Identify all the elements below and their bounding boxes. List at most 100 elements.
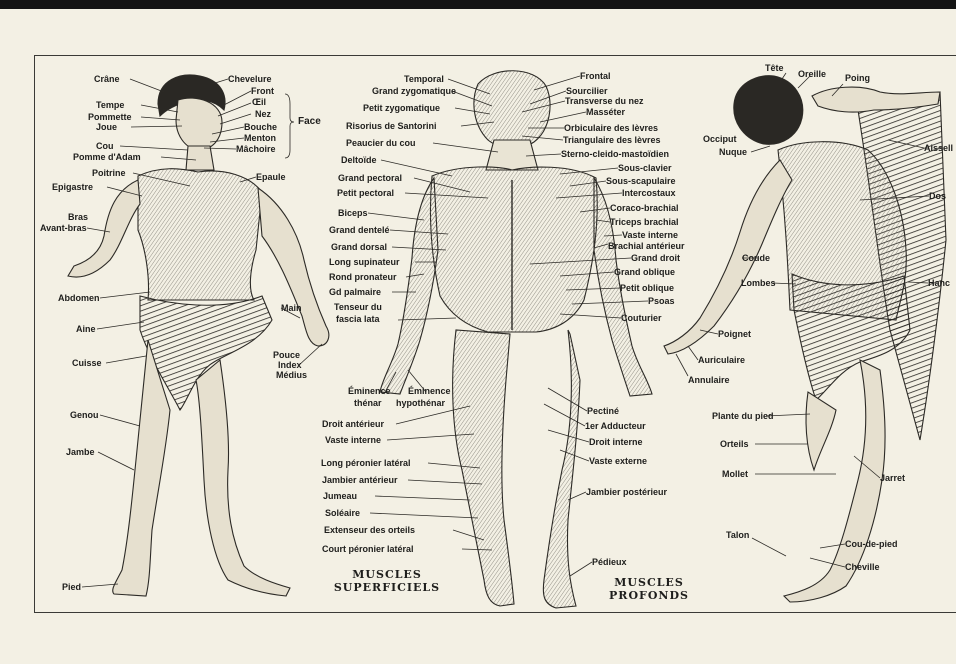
label-orbiculaire: Orbiculaire des lèvres	[564, 123, 658, 133]
label-coraco: Coraco-brachial	[610, 203, 679, 213]
label-sous-clavier: Sous-clavier	[618, 163, 672, 173]
label-rond-pronateur: Rond pronateur	[329, 272, 397, 282]
label-plante: Plante du pied	[712, 411, 774, 421]
left-figure-left-leg	[196, 360, 290, 596]
left-figure-right-leg	[113, 340, 170, 596]
label-droit-interne: Droit interne	[589, 437, 643, 447]
label-tenseur-line2: fascia lata	[336, 314, 380, 324]
label-eminence-hypo-1: Éminence	[408, 386, 451, 396]
label-masseter: Masséter	[586, 107, 625, 117]
label-jambier-posterieur: Jambier postérieur	[586, 487, 667, 497]
label-grand-droit: Grand droit	[631, 253, 680, 263]
left-figure-neck	[186, 146, 214, 170]
label-soleaire: Soléaire	[325, 508, 360, 518]
label-pommette: Pommette	[88, 112, 132, 122]
label-risorius: Risorius de Santorini	[346, 121, 437, 131]
caption-profonds-line1: MUSCLES	[594, 576, 704, 589]
label-genou: Genou	[70, 410, 99, 420]
label-tenseur-line1: Tenseur du	[334, 302, 382, 312]
label-grand-pectoral: Grand pectoral	[338, 173, 402, 183]
label-medius: Médius	[276, 370, 307, 380]
label-droit-anterieur: Droit antérieur	[322, 419, 384, 429]
label-eminence-thenar-2: thénar	[354, 398, 382, 408]
label-oeil: Œil	[252, 97, 266, 107]
label-nez: Nez	[255, 109, 271, 119]
label-jumeau: Jumeau	[323, 491, 357, 501]
label-grand-dentele: Grand dentelé	[329, 225, 390, 235]
center-figure-neck	[486, 140, 538, 170]
label-pied: Pied	[62, 582, 81, 592]
label-long-supinateur: Long supinateur	[329, 257, 400, 267]
label-gd-palmaire: Gd palmaire	[329, 287, 381, 297]
label-couturier: Couturier	[621, 313, 662, 323]
label-lombes: Lombes	[741, 278, 776, 288]
label-front: Front	[251, 86, 274, 96]
label-occiput: Occiput	[703, 134, 737, 144]
label-vaste-interne-right: Vaste interne	[622, 230, 678, 240]
label-cou: Cou	[96, 141, 114, 151]
center-figure-head	[474, 71, 550, 148]
label-brachial: Brachial antérieur	[608, 241, 685, 251]
label-grand-zygomatique: Grand zygomatique	[372, 86, 456, 96]
label-petit-zygomatique: Petit zygomatique	[363, 103, 440, 113]
label-main: Main	[281, 303, 302, 313]
caption-profonds: MUSCLES PROFONDS	[594, 576, 704, 602]
label-petit-pectoral: Petit pectoral	[337, 188, 394, 198]
label-mollet: Mollet	[722, 469, 748, 479]
caption-superficiels-line2: SUPERFICIELS	[332, 581, 442, 594]
label-bouche: Bouche	[244, 122, 277, 132]
label-annulaire: Annulaire	[688, 375, 730, 385]
label-cuisse: Cuisse	[72, 358, 102, 368]
label-jambier-anterieur: Jambier antérieur	[322, 475, 398, 485]
center-figure-left-leg	[543, 330, 580, 608]
label-pectine: Pectiné	[587, 406, 619, 416]
label-grand-oblique: Grand oblique	[614, 267, 675, 277]
label-menton: Menton	[244, 133, 276, 143]
label-index: Index	[278, 360, 302, 370]
label-epigastre: Epigastre	[52, 182, 93, 192]
label-eminence-hypo-2: hypothénar	[396, 398, 445, 408]
label-aine: Aine	[76, 324, 96, 334]
label-frontal: Frontal	[580, 71, 611, 81]
label-orteils: Orteils	[720, 439, 749, 449]
label-long-peronier: Long péronier latéral	[321, 458, 411, 468]
label-hanche: Hanc	[928, 278, 950, 288]
caption-superficiels-line1: MUSCLES	[332, 568, 442, 581]
caption-profonds-line2: PROFONDS	[594, 589, 704, 602]
label-auriculaire: Auriculaire	[698, 355, 745, 365]
label-transverse: Transverse du nez	[565, 96, 644, 106]
label-pedieux: Pédieux	[592, 557, 627, 567]
label-nuque: Nuque	[719, 147, 747, 157]
label-joue: Joue	[96, 122, 117, 132]
label-avant-bras: Avant-bras	[40, 223, 87, 233]
right-figure-leg-back	[806, 392, 836, 470]
label-temporal: Temporal	[404, 74, 444, 84]
right-figure-down-arm	[664, 160, 792, 354]
label-coude: Coude	[742, 253, 770, 263]
center-figure-torso	[430, 167, 597, 332]
label-poignet: Poignet	[718, 329, 751, 339]
center-figure-right-leg	[453, 330, 514, 606]
label-tete: Tête	[765, 63, 784, 73]
label-adducteur: 1er Adducteur	[585, 421, 646, 431]
label-sterno: Sterno-cleido-mastoïdien	[561, 149, 669, 159]
label-psoas: Psoas	[648, 296, 675, 306]
center-figure-right-arm	[380, 178, 438, 394]
label-biceps: Biceps	[338, 208, 368, 218]
label-abdomen: Abdomen	[58, 293, 100, 303]
label-sourcilier: Sourcilier	[566, 86, 608, 96]
label-crane: Crâne	[94, 74, 120, 84]
label-pomme-adam: Pomme d'Adam	[73, 152, 141, 162]
label-triceps: Triceps brachial	[610, 217, 679, 227]
label-face: Face	[298, 117, 321, 127]
label-chevelure: Chevelure	[228, 74, 272, 84]
label-poitrine: Poitrine	[92, 168, 126, 178]
label-sous-scapulaire: Sous-scapulaire	[606, 176, 676, 186]
label-tempe: Tempe	[96, 100, 124, 110]
label-poing: Poing	[845, 73, 870, 83]
label-deltoide: Deltoïde	[341, 155, 377, 165]
label-peaucier: Peaucier du cou	[346, 138, 416, 148]
right-figure-head	[734, 76, 803, 145]
label-intercostaux: Intercostaux	[622, 188, 676, 198]
